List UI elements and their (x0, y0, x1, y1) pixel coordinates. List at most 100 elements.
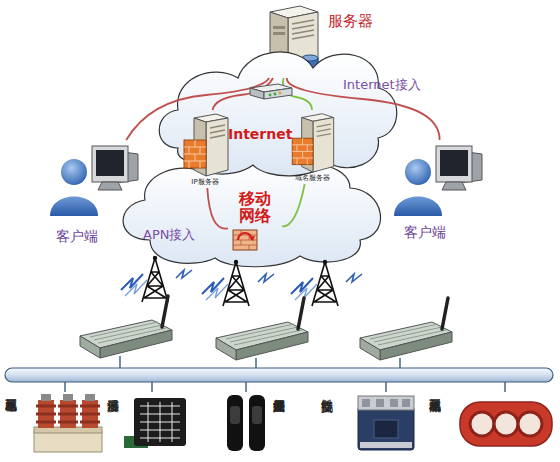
illustration-rect (249, 395, 265, 451)
node-text: 交流接触器 (320, 390, 334, 432)
network-link (213, 78, 273, 110)
illustration-rect (85, 394, 95, 401)
illustration-path (50, 197, 98, 217)
node-text: 三相电压互感器 (4, 390, 18, 454)
illustration-polygon (250, 88, 264, 99)
illustration-path (292, 20, 314, 39)
node-icon (46, 140, 142, 228)
node-icon (390, 140, 486, 228)
network-link (207, 188, 228, 229)
illustration-use (223, 260, 249, 306)
illustration-rect (230, 406, 240, 424)
signal-bolt (346, 274, 362, 282)
illustration-path (249, 236, 255, 241)
illustration-path (233, 230, 257, 250)
illustration-rect (362, 399, 370, 407)
node-text: 服务器 (328, 12, 373, 31)
illustration-circle (470, 412, 494, 436)
mobile-network-cloud (123, 161, 380, 267)
illustration-use (142, 256, 168, 302)
signal-bolt (258, 274, 274, 282)
node-icon (352, 392, 420, 454)
illustration-rect (273, 26, 285, 29)
illustration-rect (34, 432, 102, 452)
node-icon (180, 110, 230, 178)
illustration-path (184, 140, 206, 168)
network-link (283, 78, 312, 110)
illustration-rect (376, 399, 384, 407)
bus-bar (5, 368, 553, 382)
illustration-circle (518, 412, 542, 436)
edge-label: Internet接入 (343, 76, 421, 94)
illustration-rect (292, 138, 313, 164)
network-link (126, 78, 269, 140)
illustration-path (238, 233, 252, 240)
illustration-use (202, 278, 228, 300)
illustration-rect (233, 230, 257, 250)
illustration-rect (402, 399, 410, 407)
illustration-rect (96, 150, 124, 176)
illustration-path (36, 406, 100, 422)
node-text: 客户端 (404, 224, 446, 241)
dns-server-node: 域名服务器 (284, 110, 340, 184)
router-symbol (250, 84, 292, 99)
ip-server-node: IP服务器 (180, 110, 230, 188)
bus-drop-wire (120, 356, 400, 368)
illustration-path (210, 125, 225, 138)
sensor-node: 交流接触器 (316, 386, 422, 460)
node-icon (458, 392, 554, 454)
illustration-rect (184, 140, 206, 168)
node-icon (32, 392, 104, 454)
illustration-rect (252, 406, 262, 424)
node-icon (287, 110, 337, 174)
illustration-use (80, 296, 172, 358)
illustration-path (140, 402, 180, 442)
illustration-path (98, 182, 122, 190)
illustration-path (292, 138, 313, 164)
illustration-rect (92, 146, 128, 182)
node-icon (124, 392, 196, 454)
illustration-circle (279, 92, 282, 95)
node-text: 移动网络 (238, 190, 272, 224)
client-node: 客户端 (396, 140, 482, 246)
illustration-path (159, 52, 397, 176)
client-node: 客户端 (46, 140, 142, 248)
illustration-polygon (250, 84, 292, 92)
node-text: Internet (228, 126, 292, 142)
node-text: 温湿度传感器 (106, 390, 120, 454)
sensor-node: 三相电压互感器 (4, 386, 104, 460)
node-text: 三相电流互感器 (428, 390, 442, 454)
mobile-network-node: 移动网络 (228, 190, 282, 256)
illustration-polygon (264, 88, 292, 99)
illustration-rect (360, 442, 412, 448)
network-link (287, 78, 440, 140)
sensor-node: 三相电流互感器 (426, 386, 556, 460)
internet-cloud: InternetIP服务器 域名服务器 (148, 38, 398, 188)
node-text: IP服务器 (180, 178, 230, 187)
illustration-use (216, 298, 308, 360)
node-icon (224, 392, 268, 454)
illustration-rect (374, 420, 398, 438)
annotation-label: APN接入 (143, 226, 195, 244)
signal-bolt (176, 270, 192, 278)
network-link (282, 184, 305, 226)
illustration-path (394, 197, 442, 217)
illustration-use (121, 274, 147, 296)
illustration-circle (494, 412, 518, 436)
sensor-node: 主动红外入侵探测器 (222, 386, 302, 460)
sensor-node: 温湿度传感器 (106, 386, 198, 460)
node-text: 客户端 (56, 228, 98, 245)
illustration-circle (405, 159, 431, 185)
illustration-rect (358, 406, 414, 450)
illustration-circle (61, 159, 87, 185)
illustration-rect (440, 150, 468, 176)
illustration-circle (274, 93, 277, 96)
illustration-rect (41, 394, 51, 401)
illustration-path (442, 182, 466, 190)
illustration-rect (227, 395, 243, 451)
illustration-rect (358, 396, 414, 410)
node-text: 主动红外入侵探测器 (272, 390, 286, 454)
